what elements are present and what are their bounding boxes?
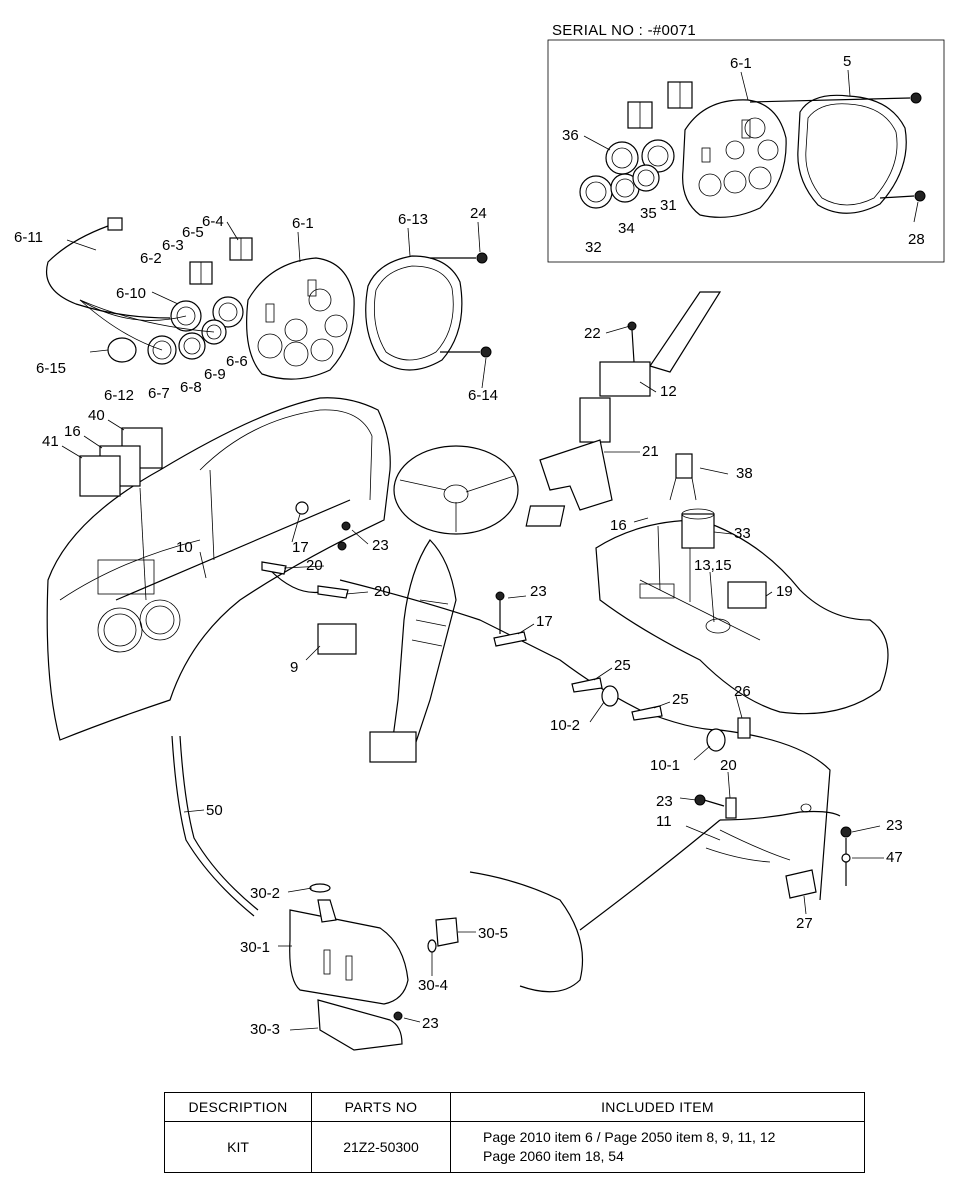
rocker-switches-40-16-41 [79, 427, 163, 601]
callout-label: 30-1 [240, 939, 270, 956]
header-included-item: INCLUDED ITEM [450, 1092, 865, 1122]
callout-label: 6-6 [226, 353, 248, 370]
callout-label: 50 [206, 802, 223, 819]
callout-label: 10-2 [550, 717, 580, 734]
callout-label: 20 [720, 757, 737, 774]
header-parts-no: PARTS NO [311, 1092, 451, 1122]
callout-label: 30-4 [418, 977, 448, 994]
included-item-line-1: Page 2010 item 6 / Page 2050 item 8, 9, … [483, 1129, 776, 1145]
header-description: DESCRIPTION [164, 1092, 312, 1122]
callout-label: 12 [660, 383, 677, 400]
callout-label: 22 [584, 325, 601, 342]
callout-label: 6-5 [182, 224, 204, 241]
callout-label: 27 [796, 915, 813, 932]
callout-label: 20 [306, 557, 323, 574]
callout-label: 6-15 [36, 360, 66, 377]
callout-label: 6-10 [116, 285, 146, 302]
cell-included-item: Page 2010 item 6 / Page 2050 item 8, 9, … [450, 1121, 865, 1173]
callout-label: 47 [886, 849, 903, 866]
callout-label: 6-1 [730, 55, 752, 72]
callout-label: 20 [374, 583, 391, 600]
harness-10 [115, 499, 831, 901]
inset-frame [547, 39, 945, 263]
callout-label: 6-2 [140, 250, 162, 267]
callout-label: 9 [290, 659, 298, 676]
callout-label: 23 [886, 817, 903, 834]
callout-label: 23 [656, 793, 673, 810]
switches-6-2-6-5 [189, 237, 253, 285]
cell-description: KIT [164, 1121, 312, 1173]
callout-label: 33 [734, 525, 751, 542]
callout-label: 13,15 [694, 557, 732, 574]
inset-bezel [797, 94, 907, 214]
joystick-12 [579, 291, 722, 443]
callout-label: 11 [656, 813, 672, 830]
callout-label: 6-11 [14, 229, 43, 246]
callout-label: 6-9 [204, 366, 226, 383]
callout-label: 41 [42, 433, 59, 450]
callout-label: 28 [908, 231, 925, 248]
harness-11 [469, 794, 852, 993]
washer-tank-30 [289, 883, 459, 1051]
callout-label: 6-1 [292, 215, 314, 232]
callout-label: 17 [292, 539, 309, 556]
callout-label: 6-12 [104, 387, 134, 404]
parts-table: DESCRIPTION PARTS NO INCLUDED ITEM KIT 2… [164, 1092, 865, 1173]
parts-exploded-diagram: 6-1 5 36 32 34 35 31 28 [14, 39, 945, 1051]
bezel-6-13 [365, 255, 463, 371]
callout-label: 35 [640, 205, 657, 222]
callout-label: 30-5 [478, 925, 508, 942]
included-item-line-2: Page 2060 item 18, 54 [483, 1148, 624, 1164]
callout-label: 6-7 [148, 385, 170, 402]
serial-number-label: SERIAL NO : -#0071 [552, 22, 697, 39]
callout-label: 21 [642, 443, 659, 460]
callout-label: 25 [614, 657, 631, 674]
inset-screws [749, 92, 926, 202]
clamps-grommets [493, 591, 751, 752]
callout-label: 6-13 [398, 211, 428, 228]
right-parts [525, 453, 767, 634]
table-row: KIT 21Z2-50300 Page 2010 item 6 / Page 2… [164, 1121, 865, 1173]
callout-label: 30-3 [250, 1021, 280, 1038]
table-header-row: DESCRIPTION PARTS NO INCLUDED ITEM [164, 1092, 865, 1122]
callout-label: 23 [372, 537, 389, 554]
callout-label: 16 [64, 423, 81, 440]
callout-label: 24 [470, 205, 487, 222]
callout-label: 36 [562, 127, 579, 144]
callout-label: 19 [776, 583, 793, 600]
callout-label: 34 [618, 220, 635, 237]
callout-label: 17 [536, 613, 553, 630]
inset-gauges [579, 139, 675, 209]
inset-switches [627, 81, 693, 129]
cell-parts-no: 21Z2-50300 [311, 1121, 451, 1173]
steering-wheel [393, 445, 519, 535]
inset-panel [682, 99, 787, 218]
callout-label: 6-3 [162, 237, 184, 254]
callout-label: 6-14 [468, 387, 498, 404]
callout-label: 10-1 [650, 757, 680, 774]
callout-label: 5 [843, 53, 851, 70]
callout-label: 30-2 [250, 885, 280, 902]
callout-label: 32 [585, 239, 602, 256]
callout-label: 6-8 [180, 379, 202, 396]
screws-24-6-14 [89, 252, 492, 358]
panel-6-1 [246, 257, 355, 380]
callout-label: 26 [734, 683, 751, 700]
callout-label: 25 [672, 691, 689, 708]
callout-label: 10 [176, 539, 193, 556]
hose-50 [171, 735, 259, 917]
callout-label: 6-4 [202, 213, 224, 230]
gauges-6-6-6-10 [107, 296, 244, 365]
callout-label: 31 [660, 197, 677, 214]
callout-label: 16 [610, 517, 627, 534]
cover-21 [539, 439, 613, 511]
dashboard-body [46, 397, 391, 741]
callout-label: 23 [530, 583, 547, 600]
callout-label: 38 [736, 465, 753, 482]
callout-label: 23 [422, 1015, 439, 1032]
callout-label: 40 [88, 407, 105, 424]
steering-column [369, 539, 457, 763]
